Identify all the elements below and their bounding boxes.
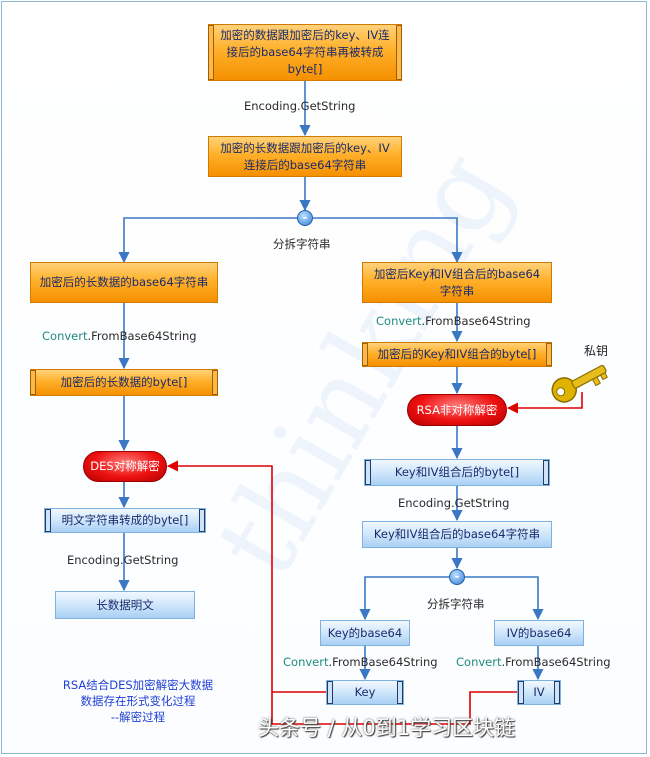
label-split-1: 分拆字符串 (273, 237, 331, 251)
box-plaintext: 长数据明文 (55, 591, 195, 619)
note-line-2: 数据存在形式变化过程 (80, 694, 196, 708)
arrow-private-key (506, 392, 583, 414)
box-key-b64: Key的base64 (320, 620, 410, 646)
box-iv: IV (517, 680, 561, 705)
label-encoding-getstring-right: Encoding.GetString (398, 496, 510, 510)
box-right-keyiv-b64: 加密后Key和IV组合后的base64字符串 (362, 262, 552, 303)
box-left-data-bytes: 加密后的长数据的byte[] (30, 369, 218, 396)
box-keyiv-b64: Key和IV组合后的base64字符串 (362, 521, 552, 548)
box-concat-string: 加密的长数据跟加密后的key、IV连接后的base64字符串 (208, 136, 402, 177)
source-watermark: 头条号 / 从0到1学习区块链 (258, 716, 516, 740)
note-line-1: RSA结合DES加密解密大数据 (62, 678, 214, 692)
box-concat-bytes: 加密的数据跟加密后的key、IV连接后的base64字符串再被转成byte[] (208, 24, 402, 81)
label-convert-right: Convert.FromBase64String (376, 314, 531, 328)
arrow-split-right (313, 217, 463, 264)
arrow-key-to-des (166, 460, 326, 693)
node-des-decrypt: DES对称解密 (83, 451, 167, 482)
arrow-split2-right (465, 576, 544, 621)
label-split-2: 分拆字符串 (427, 597, 485, 611)
box-plaintext-bytes: 明文字符串转成的byte[] (44, 508, 206, 533)
label-private-key: 私钥 (584, 344, 609, 358)
arrow-split-left (118, 217, 297, 264)
diagram-note: RSA结合DES加密解密大数据 数据存在形式变化过程 --解密过程 (46, 677, 230, 725)
private-key-icon (551, 364, 608, 403)
box-left-data-b64: 加密后的长数据的base64字符串 (30, 262, 218, 303)
arrow-split2-left (359, 576, 449, 621)
label-encoding-getstring-top: Encoding.GetString (244, 99, 356, 113)
box-key: Key (326, 680, 404, 705)
note-line-3: --解密过程 (110, 710, 166, 724)
label-convert-left: Convert.FromBase64String (42, 329, 197, 343)
label-convert-key: Convert.FromBase64String (283, 655, 438, 669)
box-iv-b64: IV的base64 (494, 620, 584, 646)
box-right-keyiv-bytes: 加密后的Key和IV组合的byte[] (362, 342, 552, 367)
label-convert-iv: Convert.FromBase64String (456, 655, 611, 669)
split-node-1: - (297, 210, 313, 226)
box-keyiv-bytes: Key和IV组合后的byte[] (364, 459, 550, 486)
split-node-2: - (449, 569, 465, 585)
arrow-iv-to-des (271, 691, 517, 725)
label-encoding-getstring-left: Encoding.GetString (67, 553, 179, 567)
node-rsa-decrypt: RSA非对称解密 (407, 394, 507, 426)
